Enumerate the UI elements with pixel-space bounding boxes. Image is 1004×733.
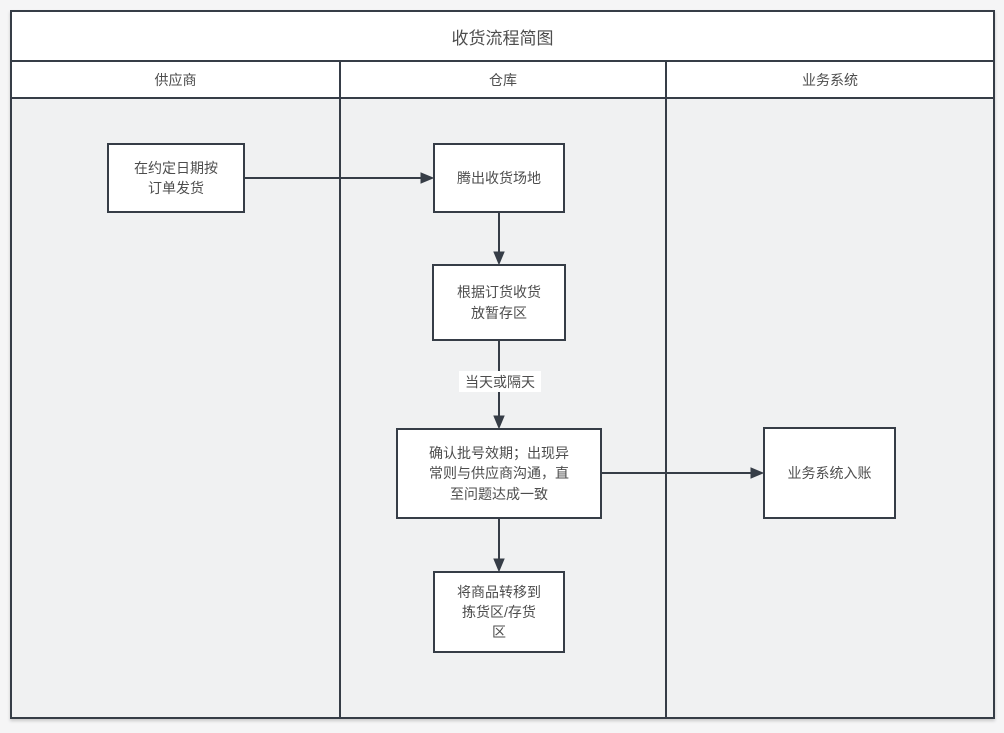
lane-header-supplier: 供应商 [154,71,197,88]
lane-header-row: 供应商 仓库 业务系统 [12,62,993,99]
node-clear-receiving-area[interactable]: 腾出收货场地 [433,143,565,213]
lane-header-warehouse: 仓库 [339,62,665,97]
edge-label-timing: 当天或隔天 [459,371,541,392]
lane-body-row [12,99,993,717]
lane-business-system [665,99,993,717]
diagram-title: 收货流程简图 [12,12,993,62]
node-confirm-batch[interactable]: 确认批号效期；出现异 常则与供应商沟通，直 至问题达成一致 [396,428,602,519]
lane-warehouse [339,99,665,717]
node-receive-to-staging[interactable]: 根据订货收货 放暂存区 [432,264,566,341]
node-move-to-picking[interactable]: 将商品转移到 拣货区/存货 区 [433,571,565,653]
node-ship-on-date[interactable]: 在约定日期按 订单发货 [107,143,245,213]
lane-header-business-system: 业务系统 [665,62,993,97]
node-system-booking[interactable]: 业务系统入账 [763,427,896,519]
